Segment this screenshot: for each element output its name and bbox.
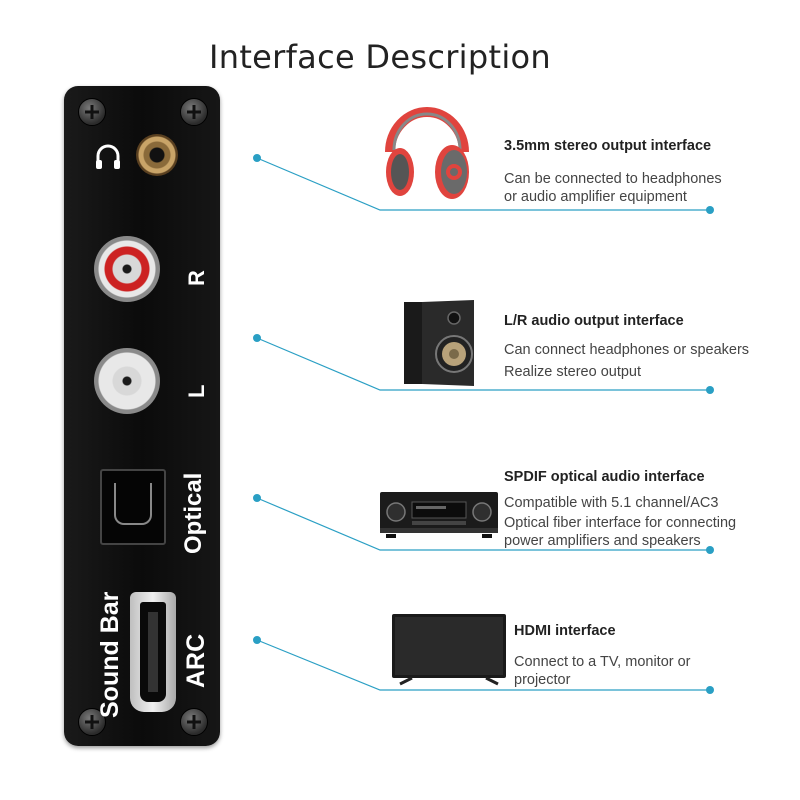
interface-desc-3a: Compatible with 5.1 channel/AC3 — [504, 495, 719, 511]
leader-dot-end-2 — [706, 386, 714, 394]
leader-line-3 — [256, 497, 710, 551]
label-optical: Optical — [180, 472, 207, 554]
screw-icon — [78, 98, 106, 126]
label-arc: ARC — [182, 633, 210, 688]
device-panel: R L Optical Sound Bar ARC — [64, 86, 220, 746]
leader-dot-start-4 — [253, 636, 261, 644]
interface-title-4: HDMI interface — [514, 623, 616, 639]
page-title: Interface Description — [209, 38, 551, 76]
leader-dot-start-2 — [253, 334, 261, 342]
leader-dot-start-1 — [253, 154, 261, 162]
interface-title-2: L/R audio output interface — [504, 313, 684, 329]
label-right: R — [184, 270, 209, 286]
headphone-symbol-icon — [96, 144, 120, 169]
interface-desc-1a: Can be connected to headphones — [504, 171, 722, 187]
leader-line-4 — [256, 639, 710, 691]
headphones-icon — [385, 107, 469, 199]
leader-line-1 — [256, 157, 710, 211]
hdmi-port — [130, 592, 176, 712]
tv-icon — [392, 614, 506, 686]
optical-port — [100, 469, 166, 545]
screw-icon — [78, 708, 106, 736]
interface-title-1: 3.5mm stereo output interface — [504, 138, 712, 154]
screw-icon — [180, 708, 208, 736]
label-sound-bar: Sound Bar — [96, 591, 124, 718]
interface-title-3: SPDIF optical audio interface — [504, 469, 705, 485]
jack-3-5mm-port — [136, 134, 178, 176]
leader-dot-end-4 — [706, 686, 714, 694]
interface-desc-4b: projector — [514, 672, 571, 688]
label-left: L — [184, 384, 209, 398]
interface-desc-3c: power amplifiers and speakers — [504, 533, 701, 549]
av-receiver-icon — [380, 492, 498, 538]
interface-desc-1b: or audio amplifier equipment — [504, 189, 687, 205]
interface-desc-4a: Connect to a TV, monitor or — [514, 654, 691, 670]
screw-icon — [180, 98, 208, 126]
leader-dot-end-1 — [706, 206, 714, 214]
leader-dot-end-3 — [706, 546, 714, 554]
interface-desc-3b: Optical fiber interface for connecting — [504, 515, 737, 531]
interface-desc-2b: Realize stereo output — [504, 364, 642, 380]
speaker-icon — [404, 300, 474, 386]
leader-dot-start-3 — [253, 494, 261, 502]
interface-desc-2a: Can connect headphones or speakers — [504, 342, 750, 358]
rca-right-port — [94, 236, 160, 302]
rca-left-port — [94, 348, 160, 414]
leader-line-2 — [256, 337, 710, 391]
